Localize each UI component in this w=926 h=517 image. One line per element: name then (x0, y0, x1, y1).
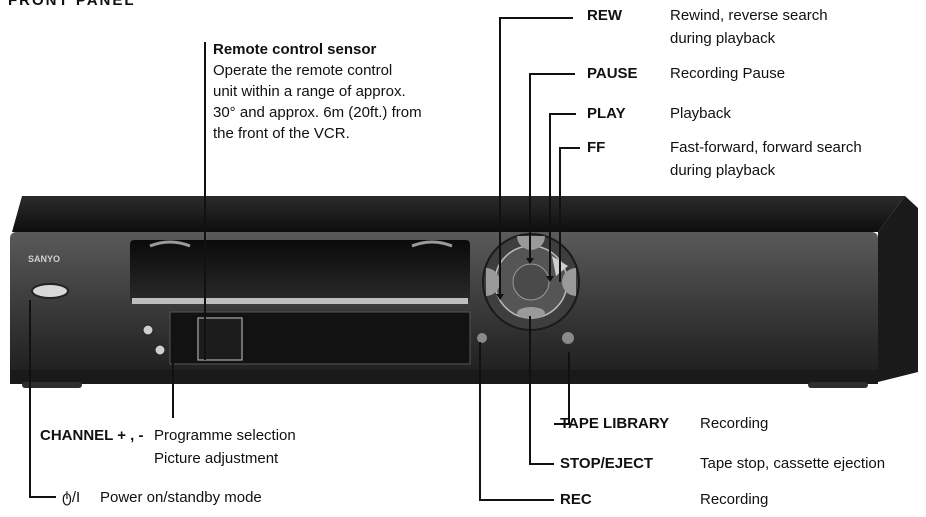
leader-rec (479, 342, 554, 501)
leader-stop-eject (529, 316, 554, 465)
ff-button[interactable] (562, 268, 576, 296)
slot-lip-highlight (132, 298, 468, 304)
pause-label: PAUSE (587, 65, 638, 82)
transport-dial-center (512, 263, 550, 301)
rec-button[interactable] (477, 333, 487, 343)
leader-pause (529, 73, 575, 258)
leader-ff (559, 147, 580, 282)
ff-label: FF (587, 139, 606, 156)
vcr-body: SANYO (10, 196, 918, 388)
rew-label: REW (587, 7, 622, 24)
stop-eject-button[interactable] (517, 307, 545, 319)
channel-down-button[interactable] (154, 344, 166, 356)
slot-flap-highlight-left (149, 240, 191, 248)
leader-tape-library (554, 352, 570, 425)
channel-desc-1: Programme selection (154, 427, 296, 444)
play-label: PLAY (587, 105, 626, 122)
pointer-pause (526, 258, 534, 264)
sensor-title: Remote control sensor (213, 41, 377, 58)
power-button[interactable] (31, 283, 69, 299)
rew-desc-2: during playback (670, 30, 776, 47)
sensor-line-1: Operate the remote control (213, 62, 393, 79)
section-title: FRONT PANEL (8, 0, 136, 9)
channel-desc-2: Picture adjustment (154, 450, 279, 467)
pause-desc: Recording Pause (670, 65, 786, 82)
vcr-right-side (878, 196, 918, 382)
tape-library-label: TAPE LIBRARY (560, 415, 670, 432)
leader-lines (29, 17, 580, 501)
stop-eject-label: STOP/EJECT (560, 455, 654, 472)
power-desc: Power on/standby mode (100, 489, 262, 506)
rec-desc: Recording (700, 491, 769, 508)
stop-eject-desc: Tape stop, cassette ejection (700, 455, 886, 472)
cassette-slot (130, 240, 470, 302)
rew-button[interactable] (486, 268, 500, 296)
tape-library-button[interactable] (562, 332, 574, 344)
ff-desc-1: Fast-forward, forward search (670, 139, 862, 156)
brand-logo: SANYO (28, 254, 60, 264)
rec-label: REC (560, 491, 592, 508)
pointer-play (546, 276, 554, 282)
sensor-line-3: 30° and approx. 6m (20ft.) from (213, 104, 422, 121)
leader-power (29, 300, 56, 498)
rew-desc-1: Rewind, reverse search (670, 7, 828, 24)
slot-flap-highlight-right (411, 240, 453, 248)
leader-rew (499, 17, 573, 294)
vcr-bottom-edge (10, 370, 878, 384)
vcr-foot-left (22, 382, 82, 388)
channel-label: CHANNEL + , - (40, 427, 144, 444)
tape-library-desc: Recording (700, 415, 769, 432)
sensor-line-4: the front of the VCR. (213, 125, 350, 142)
vcr-foot-right (808, 382, 868, 388)
pointer-rew (496, 294, 504, 300)
play-desc: Playback (670, 105, 731, 122)
vcr-top-panel (12, 196, 905, 232)
power-label: ტ/I (62, 489, 81, 506)
sensor-line-2: unit within a range of approx. (213, 83, 406, 100)
ff-desc-2: during playback (670, 162, 776, 179)
leader-play (549, 113, 576, 276)
channel-up-button[interactable] (142, 324, 154, 336)
dial-pointer-marks (496, 258, 554, 300)
